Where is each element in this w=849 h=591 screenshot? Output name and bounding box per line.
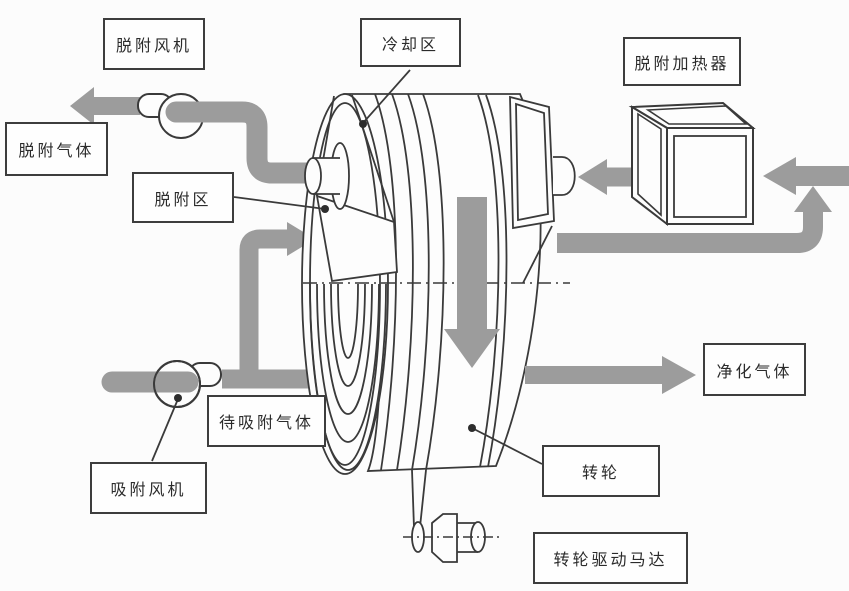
belt-drawing (411, 469, 427, 529)
belt-front-line (407, 93, 430, 471)
belt-front-line (422, 93, 445, 471)
label-wheel-drive-motor: 转轮驱动马达 (533, 532, 688, 584)
heater-cube-icon (628, 101, 756, 227)
arrow-desorption-gas-out (70, 87, 140, 125)
label-rotor-wheel: 转轮 (542, 445, 660, 497)
pipe-desorption-duct (165, 101, 319, 184)
rear-sector-duct (509, 95, 555, 230)
rotor-wheel-drawing (301, 93, 576, 475)
leader-adsorption-fan (151, 398, 179, 462)
leader-desorption-zone (233, 196, 326, 210)
label-desorption-gas: 脱附气体 (5, 122, 108, 176)
drive-motor-drawing (403, 513, 500, 563)
arrow-heater-inlet (763, 157, 849, 195)
label-cooling-zone: 冷却区 (360, 18, 461, 67)
label-gas-to-adsorb: 待吸附气体 (207, 395, 326, 447)
leader-rotor-wheel (471, 427, 543, 465)
label-adsorption-fan: 吸附风机 (90, 462, 207, 514)
label-desorption-fan: 脱附风机 (103, 18, 205, 70)
arrow-purified-gas (525, 356, 696, 394)
arrow-heater-to-wheel (578, 159, 634, 195)
label-desorption-heater: 脱附加热器 (623, 37, 741, 86)
right-shaft-stub (553, 156, 576, 196)
leader-lines (151, 69, 543, 465)
leader-cooling-zone (362, 69, 411, 124)
desorption-sector-wedge (315, 194, 398, 283)
arrow-wheel-to-heater (557, 186, 832, 253)
label-purified-gas: 净化气体 (703, 343, 806, 396)
label-desorption-zone: 脱附区 (132, 172, 234, 223)
adsorption-fan-outline (153, 360, 201, 408)
arrow-through-wheel-down (444, 197, 500, 368)
arrow-branch-to-cooling (239, 222, 315, 385)
